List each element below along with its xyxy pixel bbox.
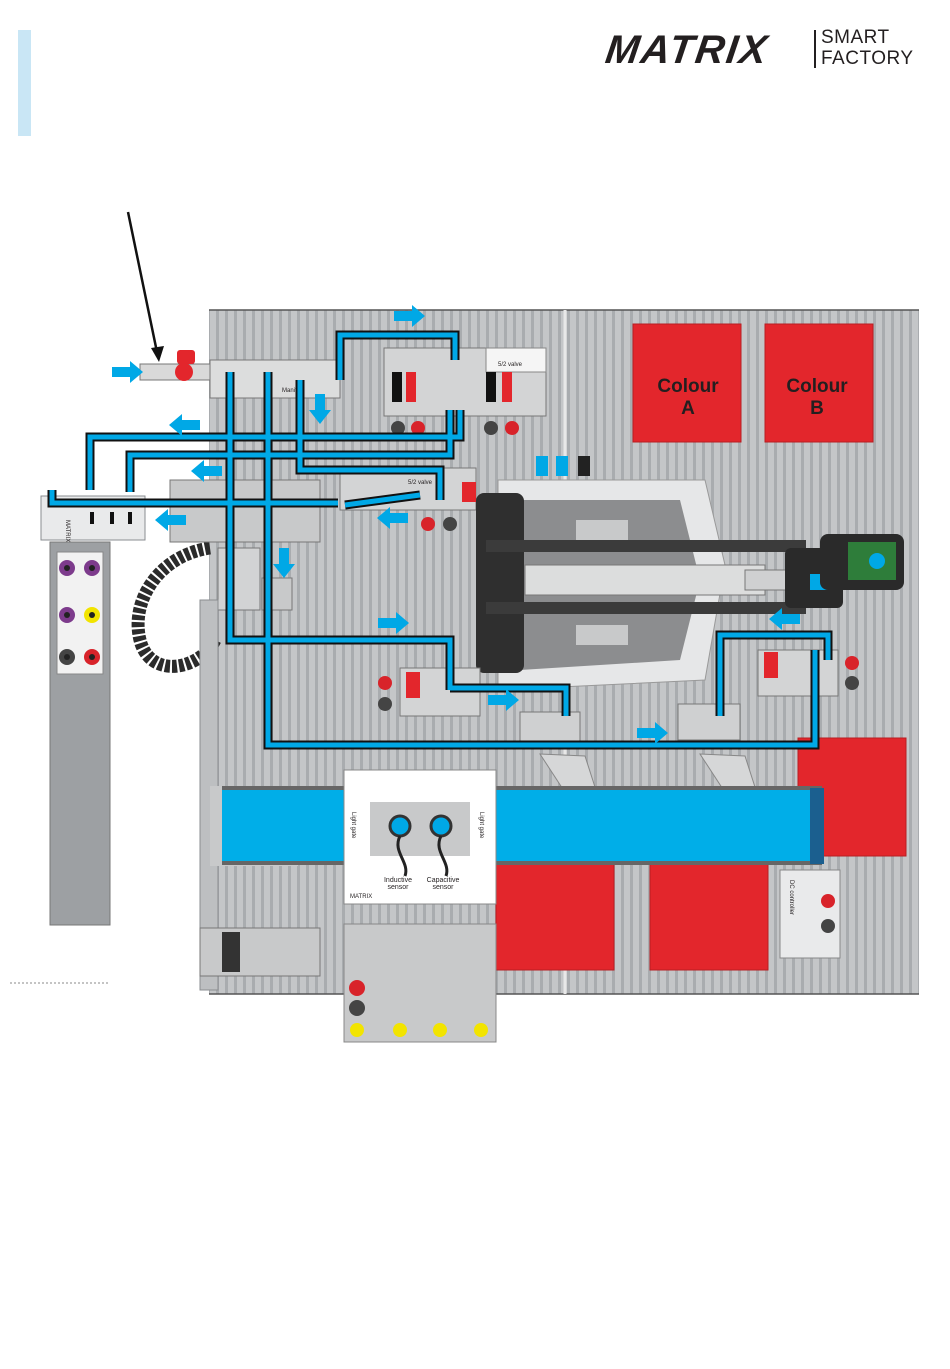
colour-a-line1: Colour [657,376,719,397]
dc-controller-label: DC controller [788,880,794,915]
sensor-panel-brand: MATRIX [350,894,372,900]
valve-mid-label: 5/2 valve [408,480,433,486]
valve-top-label: 5/2 valve [498,362,523,368]
flow-arrow-inlet [112,361,143,383]
side-panel-brand: MATRIX [64,520,70,542]
light-gate-right: Light gate [478,812,484,839]
light-gate-left: Light gate [350,812,356,839]
side-control-panel: MATRIX [41,496,145,925]
capacitive-label-1: Capacitive [427,877,460,884]
inductive-label-2: sensor [387,884,409,891]
dc-controller: DC controller [780,870,840,958]
colour-zone-b: Colour B [765,324,873,442]
reject-zone-bottom-left [496,862,614,970]
colour-zone-a: Colour A [633,324,741,442]
capacitive-label-2: sensor [432,884,454,891]
inlet-valve [140,350,210,381]
colour-b-line1: Colour [786,376,848,397]
inductive-label-1: Inductive [384,877,412,884]
pointer-arrow [128,212,164,362]
reject-zone-bottom-right [650,862,768,970]
conveyor-belt [210,786,824,866]
colour-a-line2: A [681,398,695,419]
colour-b-line2: B [810,398,824,419]
connector-group [536,456,590,476]
